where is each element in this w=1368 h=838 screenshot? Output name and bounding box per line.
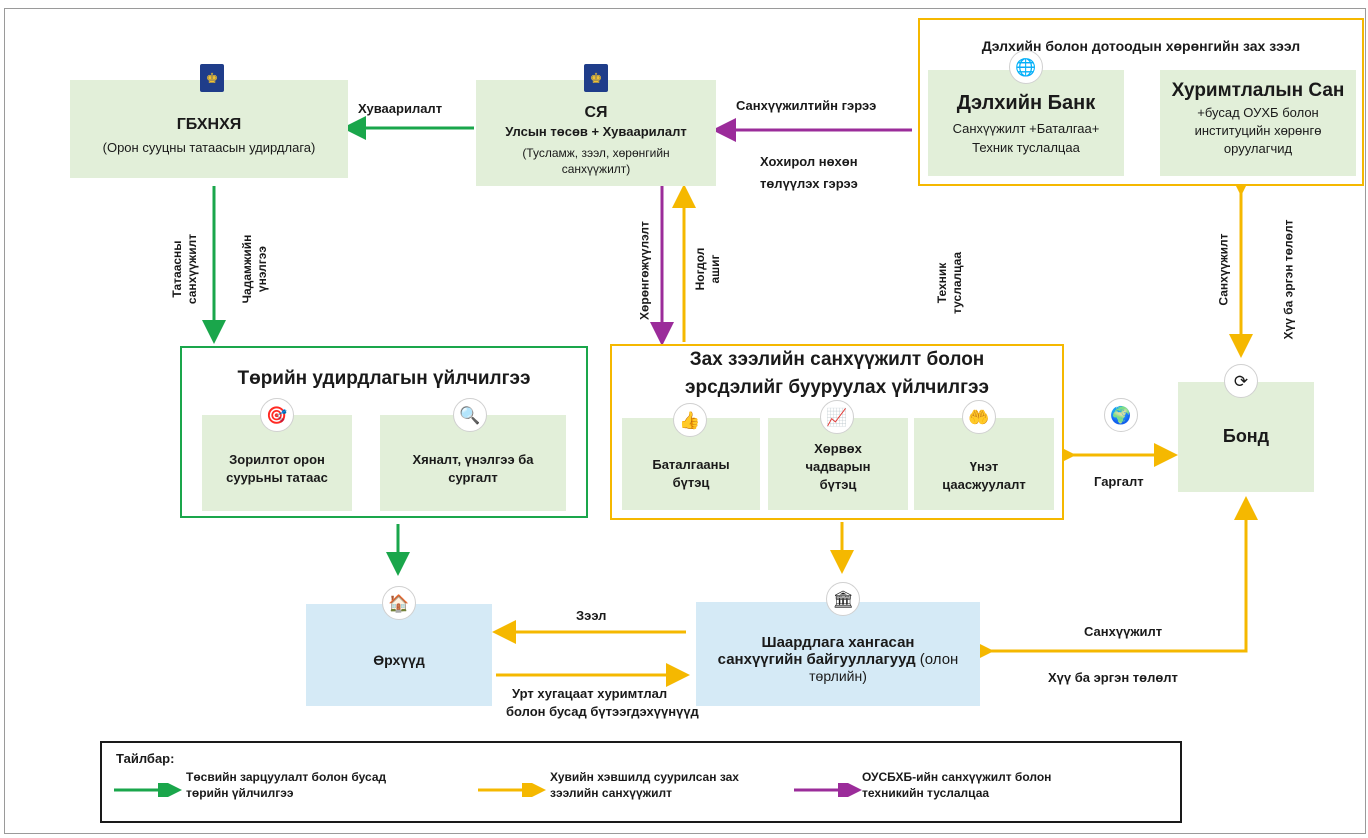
- savings-fund-line2: +бусад ОУХБ болон: [1197, 105, 1319, 120]
- magnifier-icon: 🔍: [453, 398, 487, 432]
- public-services-title: Төрийн удирдлагын үйлчилгээ: [237, 368, 531, 389]
- label-concessional-b: төлүүлэх гэрээ: [760, 176, 858, 191]
- legend-yellow-arrow: [478, 783, 546, 797]
- savings-fund-line3: институцийн хөрөнгө: [1194, 123, 1322, 138]
- label-savings-a: Урт хугацаат хуримтлал: [512, 686, 668, 701]
- label-funding-horizontal: Санхүүжилт: [1084, 624, 1163, 639]
- thumbs-up-icon: 👍: [673, 403, 707, 437]
- sya-line4: санхүүжилт): [561, 162, 631, 176]
- external-market-title: Дэлхийн болон дотоодын хөрөнгийн зах зээ…: [981, 38, 1301, 54]
- global-finance-icon: 🌍: [1104, 398, 1138, 432]
- world-bank-node: Дэлхийн Банк Санхүүжилт +Баталгаа+ Техни…: [928, 70, 1124, 176]
- institutions-line1: Шаардлага хангасан: [761, 634, 915, 651]
- institutions-node: Шаардлага хангасан санхүүгийн байгууллаг…: [696, 602, 980, 706]
- world-bank-line3: Техник туслалцаа: [972, 140, 1080, 155]
- world-bank-line2: Санхүүжилт +Баталгаа+: [952, 121, 1100, 136]
- world-bank-title: Дэлхийн Банк: [956, 92, 1096, 114]
- sya-node: СЯ Улсын төсөв + Хуваарилалт (Тусламж, з…: [476, 80, 716, 186]
- bond-title: Бонд: [1222, 426, 1270, 446]
- households-node: Өрхүүд: [306, 604, 492, 706]
- growth-chart-icon: 📈: [820, 400, 854, 434]
- sya-title: СЯ: [584, 104, 608, 121]
- label-concessional-a: Хохирол нөхөн: [760, 154, 858, 169]
- sya-line2: Улсын төсөв + Хуваарилалт: [505, 124, 687, 139]
- label-repayment-horizontal: Хүү ба эргэн төлөлт: [1048, 670, 1178, 685]
- savings-fund-node: Хуримтлалын Сан +бусад ОУХБ болон инстит…: [1160, 70, 1356, 176]
- label-repayment-vertical: Хүү ба эргэн төлөлт: [1281, 219, 1296, 340]
- bond-cycle-icon: ⟳: [1224, 364, 1258, 398]
- label-savings-b: болон бусад бүтээгдэхүүнүүд: [506, 704, 699, 719]
- households-title: Өрхүүд: [373, 652, 425, 668]
- legend-green-arrow: [114, 783, 182, 797]
- bank-icon: 🏛: [826, 582, 860, 616]
- target-icon: 🎯: [260, 398, 294, 432]
- state-emblem-icon: ♚: [200, 64, 224, 92]
- globe-icon: 🌐: [1009, 50, 1043, 84]
- diagram-frame: [4, 8, 1366, 834]
- savings-fund-title: Хуримтлалын Сан: [1171, 80, 1345, 101]
- institutions-line2-wrap: санхүүгийн байгууллагууд (олон: [717, 651, 959, 668]
- bond-node: Бонд: [1178, 382, 1314, 492]
- label-issuance: Гаргалт: [1094, 474, 1144, 489]
- label-finance-agreement: Санхүүжилтийн гэрээ: [736, 98, 877, 113]
- gbkhnya-subtitle: (Орон сууцны татаасын удирдлага): [102, 140, 316, 155]
- savings-fund-line4: оруулагчид: [1223, 141, 1293, 156]
- market-services-title-a: Зах зээлийн санхүүжилт болон: [689, 349, 985, 370]
- liquidity-item: Хөрвөх чадварын бүтэц: [768, 418, 908, 510]
- legend-title: Тайлбар:: [116, 751, 175, 766]
- label-funding-vertical: Санхүүжилт: [1216, 233, 1231, 306]
- gbkhnya-title: ГБХНХЯ: [176, 116, 242, 133]
- institutions-line3: төрлийн): [809, 668, 867, 684]
- label-capitalization: Хөрөнгөжүүлэлт: [637, 221, 652, 320]
- legend-purple-arrow: [794, 783, 862, 797]
- label-distribution: Хуваарилалт: [358, 101, 443, 116]
- family-home-icon: 🏠: [382, 586, 416, 620]
- label-loan: Зээл: [576, 608, 607, 623]
- securitization-item: Үнэт цаасжуулалт: [914, 418, 1054, 510]
- arrow-bond-institutions: [970, 496, 1258, 663]
- state-emblem-icon: ♚: [584, 64, 608, 92]
- hand-coin-icon: 🤲: [962, 400, 996, 434]
- gbkhnya-node: ГБХНХЯ (Орон сууцны татаасын удирдлага): [70, 80, 348, 178]
- market-services-title-b: эрсдэлийг бууруулах үйлчилгээ: [685, 377, 989, 398]
- sya-line3: (Тусламж, зээл, хөрөнгийн: [522, 146, 670, 160]
